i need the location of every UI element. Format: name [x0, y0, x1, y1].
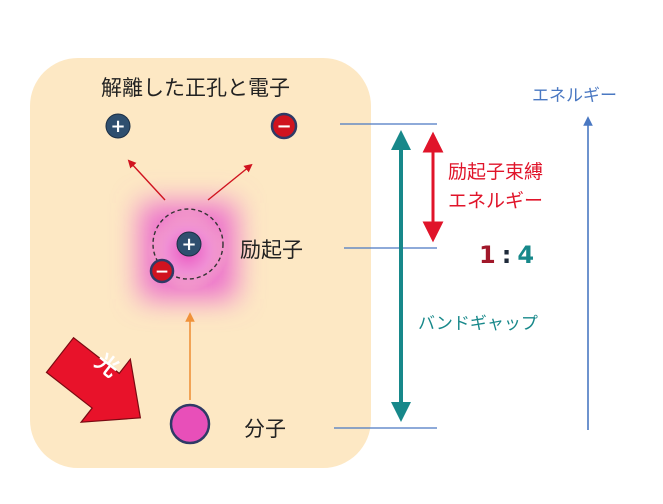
ratio-separator: :: [501, 241, 512, 269]
hole-exciton-sign: +: [181, 234, 196, 255]
separated-label: 解離した正孔と電子: [101, 76, 290, 100]
dissociation-arrow-left: [127, 159, 166, 201]
ratio-label: 1:4: [479, 241, 534, 269]
electron-exciton-icon: −: [149, 258, 175, 284]
bandgap-label: バンドギャップ: [418, 314, 538, 334]
ratio-right: 4: [517, 241, 535, 269]
hole-separated-sign: +: [110, 116, 125, 137]
molecule-label: 分子: [244, 417, 286, 441]
electron-exciton-sign: −: [155, 262, 169, 282]
molecule-circle: [169, 403, 211, 445]
electron-separated-sign: −: [276, 116, 291, 137]
electron-separated-icon: −: [270, 112, 298, 140]
exciton-orbit: [152, 208, 224, 280]
binding-energy-label-line1: 励起子束縛: [448, 161, 544, 183]
binding-energy-label-line2: エネルギー: [448, 190, 544, 212]
light-arrow-icon: [45, 336, 142, 423]
exciton-label: 励起子: [240, 238, 303, 262]
ratio-left: 1: [479, 241, 496, 269]
energy-axis-label: エネルギー: [532, 86, 617, 106]
dissociation-arrow-right: [207, 163, 253, 201]
hole-separated-icon: +: [105, 113, 131, 139]
hole-exciton-icon: +: [176, 231, 202, 257]
